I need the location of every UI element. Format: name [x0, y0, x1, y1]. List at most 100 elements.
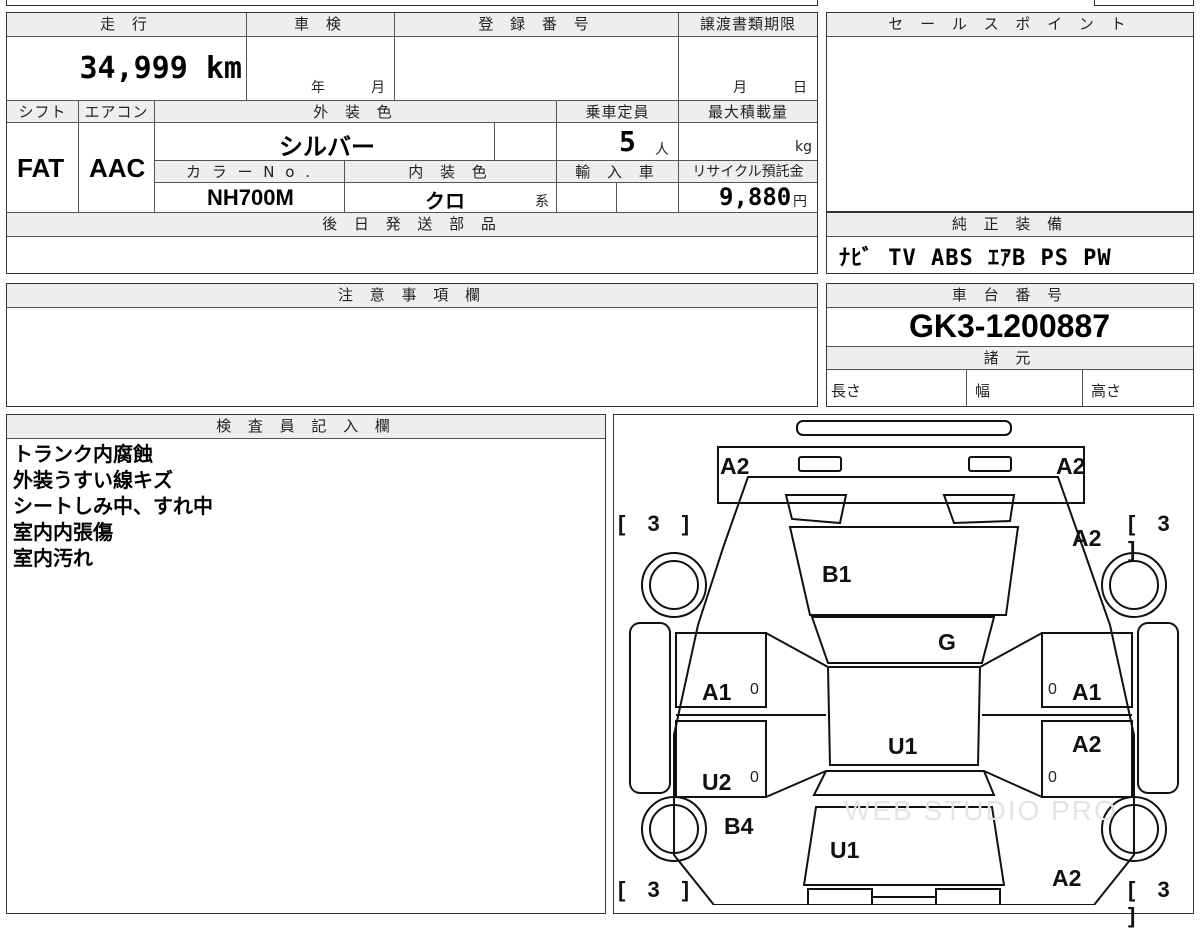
rear-deck — [802, 806, 1006, 886]
windshield — [788, 526, 1020, 616]
car-diagram — [629, 420, 1179, 905]
mark-b1: B1 — [822, 561, 852, 587]
chassis-number: GK3-1200887 — [909, 308, 1111, 344]
front-panel — [717, 446, 1085, 504]
inspector-notes: トランク内腐蝕 外装うすい線キズ シートしみ中、すれ中 室内内張傷 室内汚れ — [13, 441, 213, 571]
maxload-cell: kg — [679, 123, 817, 161]
transfer-day-unit: 日 — [793, 80, 807, 96]
capacity-header: 乗車定員 — [557, 101, 679, 123]
exterior-cell: シルバー — [155, 123, 495, 161]
wheel-front-right — [1101, 552, 1167, 618]
mark-a1-left: A1 — [702, 679, 732, 705]
shaken-header: 車 検 — [247, 13, 395, 37]
watermark: WEB STUDIO PRO — [844, 795, 1118, 826]
capacity-value: 5 — [619, 125, 636, 158]
wiper-right — [942, 494, 1016, 525]
equipment-items: ﾅﾋﾞ TV ABS ｴｱB PS PW — [839, 246, 1112, 271]
later-parts-header: 後 日 発 送 部 品 — [7, 213, 817, 237]
wiper-left — [784, 494, 848, 525]
exterior-value: シルバー — [279, 133, 375, 161]
wheel-front-left — [641, 552, 707, 618]
mark-u1-rear: U1 — [830, 837, 860, 863]
note-line: 外装うすい線キズ — [13, 468, 173, 492]
recycle-value: 9,880 — [719, 183, 792, 211]
zero-u2: 0 — [750, 769, 759, 786]
front-bumper — [796, 420, 1012, 436]
spec-table: 走 行 車 検 登 録 番 号 譲渡書類期限 34,999 km 年 月 月 日… — [6, 12, 818, 274]
sales-point-box: セ ー ル ス ポ イ ン ト — [826, 12, 1194, 212]
maxload-header: 最大積載量 — [679, 101, 817, 123]
capacity-unit: 人 — [655, 142, 669, 158]
note-line: シートしみ中、すれ中 — [13, 494, 213, 518]
inspector-box: 検 査 員 記 入 欄 トランク内腐蝕 外装うすい線キズ シートしみ中、すれ中 … — [6, 414, 606, 914]
length-label: 長さ — [831, 382, 862, 400]
floor-panel — [826, 666, 982, 766]
recycle-cell: 9,880 円 — [679, 183, 817, 213]
interior-value: クロ — [425, 189, 465, 213]
mark-g: G — [938, 629, 956, 655]
import-cell-1 — [557, 183, 617, 213]
car-diagram-box: [ 3 ] [ 3 ] [ 3 ] [ 3 ] A2 A2 A2 B1 G A1… — [613, 414, 1194, 928]
interior-header: 内 装 色 — [345, 161, 557, 183]
exterior-header: 外 装 色 — [155, 101, 557, 123]
caution-header: 注 意 事 項 欄 — [7, 284, 817, 308]
inspector-header: 検 査 員 記 入 欄 — [7, 415, 605, 439]
recycle-header: リサイクル預託金 — [679, 161, 817, 183]
rear-window — [812, 770, 996, 796]
shift-header: シフト — [7, 101, 79, 123]
shaken-cell: 年 月 — [247, 37, 395, 101]
capacity-cell: 5 人 — [557, 123, 679, 161]
mark-a2-right-front: A2 — [1072, 525, 1102, 551]
mark-u2: U2 — [702, 769, 732, 795]
registration-cell — [395, 37, 679, 101]
ac-header: エアコン — [79, 101, 155, 123]
shaken-year-unit: 年 — [311, 80, 325, 96]
zero-a1-right: 0 — [1048, 681, 1057, 698]
transfer-month-unit: 月 — [733, 80, 747, 96]
zero-right-rear: 0 — [1048, 769, 1057, 786]
height-label: 高さ — [1091, 382, 1122, 400]
transfer-cell: 月 日 — [679, 37, 817, 101]
transfer-deadline-header: 譲渡書類期限 — [679, 13, 817, 37]
door-right-rear — [1041, 720, 1133, 798]
headlight-left — [798, 456, 842, 472]
mark-a2-rear-right: A2 — [1052, 865, 1082, 891]
body-outline — [673, 476, 1135, 905]
door-left-front — [675, 632, 767, 708]
sales-point-header: セ ー ル ス ポ イ ン ト — [827, 13, 1193, 37]
mark-u1-center: U1 — [888, 733, 918, 759]
equipment-header: 純 正 装 備 — [827, 213, 1193, 237]
import-header: 輸 入 車 — [557, 161, 679, 183]
rear-bumper-left — [807, 888, 873, 905]
ac-cell: AAC — [79, 123, 155, 213]
recycle-unit: 円 — [793, 194, 807, 210]
length-cell: 長さ — [827, 370, 967, 406]
caution-box: 注 意 事 項 欄 — [6, 283, 818, 407]
wheel-rear-right — [1101, 796, 1167, 862]
mark-a2-right-rear: A2 — [1072, 731, 1102, 757]
top-strip-fragment — [6, 0, 818, 6]
shift-cell: FAT — [7, 123, 79, 213]
side-step-left — [629, 622, 671, 794]
width-label: 幅 — [975, 382, 991, 400]
roof-panel — [810, 616, 996, 664]
tire-rating-front-left: [ 3 ] — [618, 511, 698, 536]
exterior-extra-cell — [495, 123, 557, 161]
chassis-header: 車 台 番 号 — [827, 284, 1193, 308]
chassis-box: 車 台 番 号 GK3-1200887 諸 元 長さ 幅 高さ — [826, 283, 1194, 407]
headlight-right — [968, 456, 1012, 472]
mark-a2-front-left: A2 — [720, 453, 750, 479]
tire-rating-rear-left: [ 3 ] — [618, 877, 698, 902]
import-cell-2 — [617, 183, 679, 213]
door-left-rear — [675, 720, 767, 798]
tire-rating-front-right: [ 3 ] — [1128, 511, 1178, 562]
spec-header: 諸 元 — [827, 346, 1193, 370]
door-right-front — [1041, 632, 1133, 708]
color-no-header: カ ラ ー N o . — [155, 161, 345, 183]
rear-bumper-right — [935, 888, 1001, 905]
ac-value: AAC — [89, 153, 146, 183]
interior-cell: クロ 系 — [345, 183, 557, 213]
interior-suffix: 系 — [535, 194, 549, 210]
tire-rating-rear-right: [ 3 ] — [1128, 877, 1178, 928]
mileage-value: 34,999 km — [79, 51, 242, 86]
